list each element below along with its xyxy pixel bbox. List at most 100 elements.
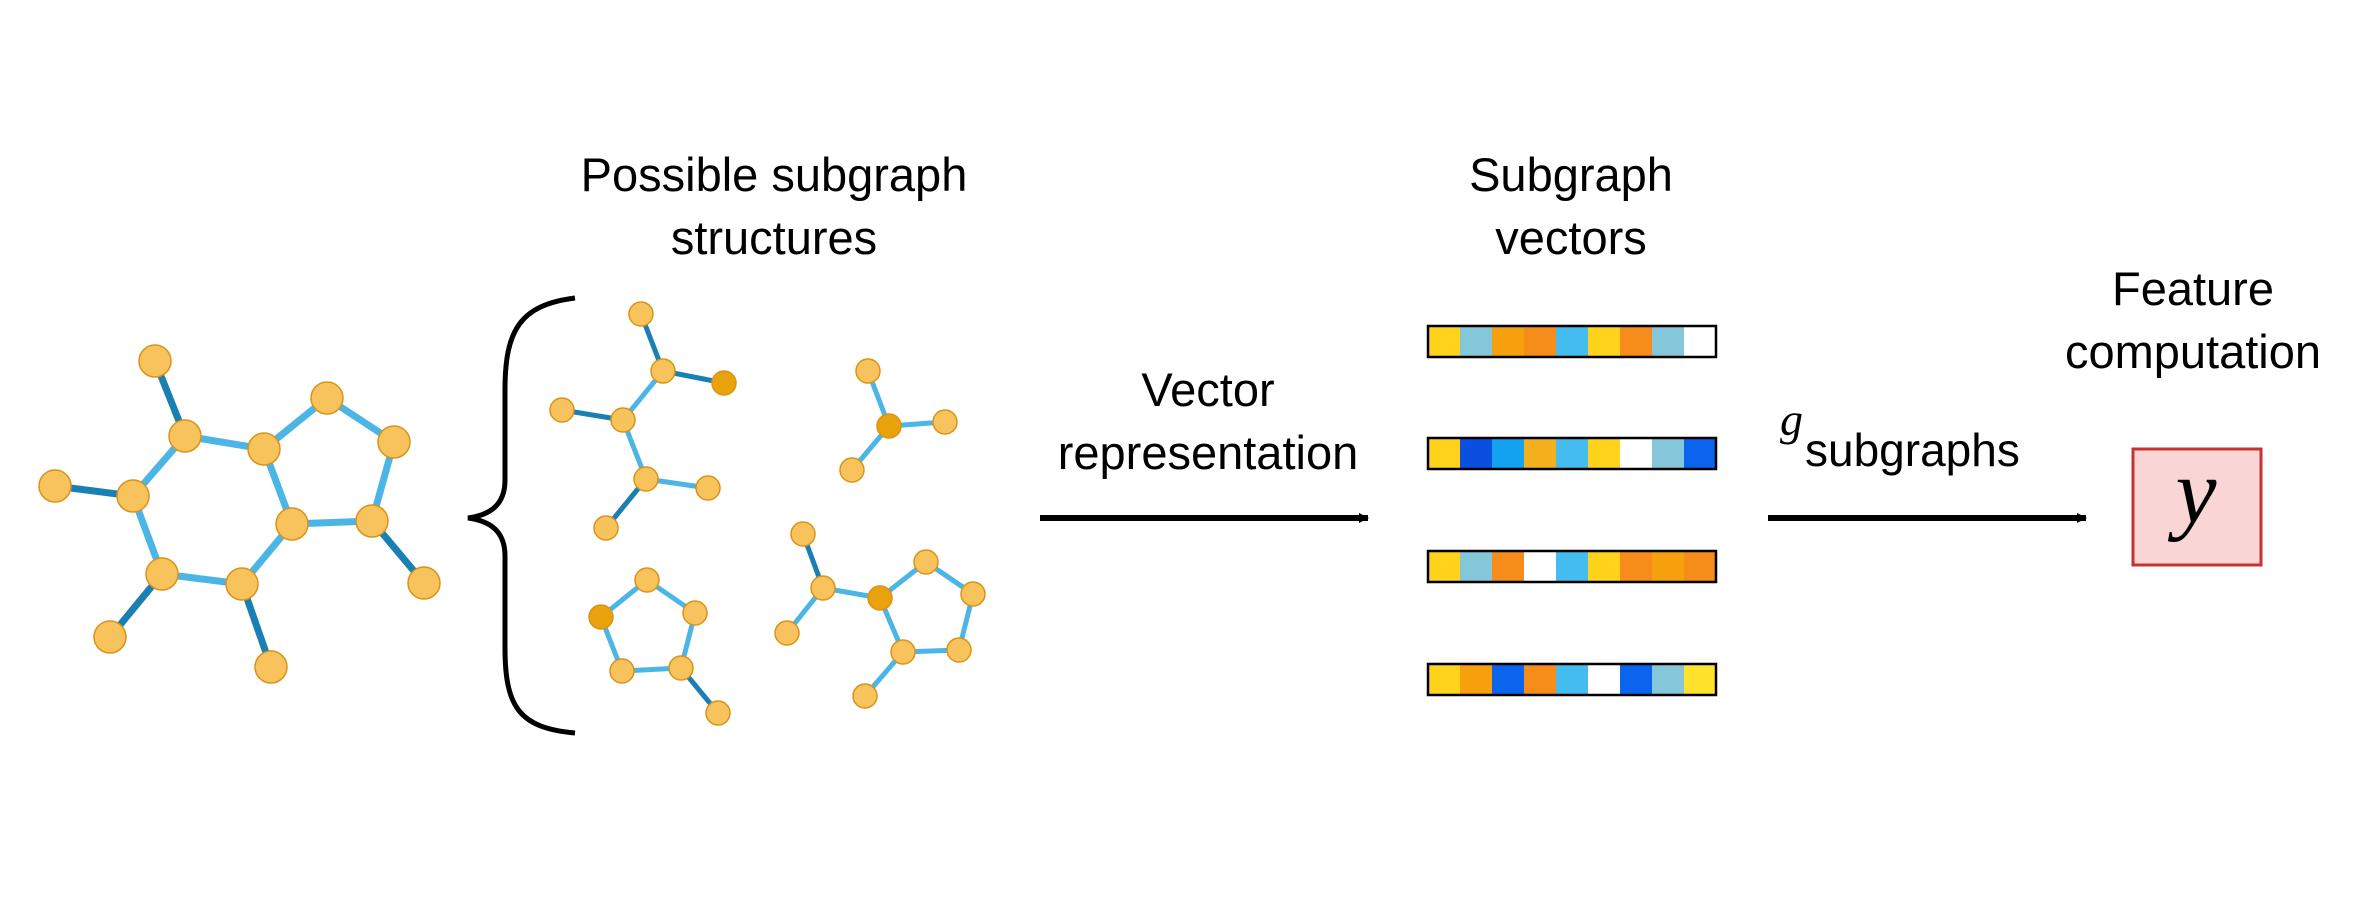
graph-node <box>588 604 614 630</box>
vector-cell <box>1684 664 1717 695</box>
edges <box>598 577 721 716</box>
graph-node <box>852 683 878 709</box>
vector-cell <box>1524 326 1557 357</box>
vector-cell <box>1428 438 1461 469</box>
subgraph-vectors <box>1426 324 1718 697</box>
graph-node <box>668 655 694 681</box>
subgraph-structures-line-1: Possible subgraph <box>580 148 968 201</box>
graph-node <box>634 567 660 593</box>
vector-cell <box>1684 326 1717 357</box>
vector-cell <box>1620 326 1653 357</box>
subgraph-vectors-line-1: Subgraph <box>1469 148 1673 201</box>
vector-representation-line-2: representation <box>1057 426 1359 479</box>
nodes <box>549 301 737 541</box>
vector-cell <box>1652 551 1685 582</box>
subgraph-structure-4 <box>774 521 986 709</box>
graph-node <box>138 344 172 378</box>
graph-node <box>839 457 865 483</box>
vector-border <box>1426 549 1718 584</box>
graph-node <box>633 466 659 492</box>
vector-cell <box>1460 664 1493 695</box>
nodes <box>588 567 731 726</box>
vector-cell <box>1620 664 1653 695</box>
vector-cell <box>1620 551 1653 582</box>
vector-cell <box>1492 326 1525 357</box>
graph-node <box>593 515 619 541</box>
graph-node <box>960 581 986 607</box>
graph-node <box>695 475 721 501</box>
graph-node <box>855 358 881 384</box>
graph-node <box>355 504 389 538</box>
subgraph-vectors-label: Subgraph vectors <box>1400 143 1742 269</box>
vector-cell <box>1652 326 1685 357</box>
vector-representation-line-1: Vector <box>1141 363 1275 416</box>
vector-cell <box>1684 438 1717 469</box>
graph-node <box>774 620 800 646</box>
graph-node <box>225 567 259 601</box>
graph-node <box>254 650 288 684</box>
graph-node <box>93 620 127 654</box>
graph-node <box>610 407 636 433</box>
graph-node <box>932 409 958 435</box>
subgraph-vector <box>1426 324 1718 359</box>
graph-node <box>407 566 441 600</box>
subgraph-structure-2 <box>839 358 958 483</box>
g-symbol: g <box>1780 394 1803 445</box>
vector-cell <box>1492 664 1525 695</box>
subgraph-vectors-line-2: vectors <box>1495 211 1647 264</box>
vector-border <box>1426 662 1718 697</box>
graph-node <box>876 413 902 439</box>
graph-node <box>790 521 816 547</box>
output-symbol: y <box>2168 440 2217 542</box>
graph-node <box>247 432 281 466</box>
subgraph-structure-1 <box>549 301 737 541</box>
subgraph-structures-line-2: structures <box>670 211 878 264</box>
curly-brace <box>467 295 576 736</box>
subgraph-structures-label: Possible subgraph structures <box>520 143 1028 269</box>
vector-cell <box>1588 326 1621 357</box>
graph-node <box>711 370 737 396</box>
graph-node <box>145 557 179 591</box>
vector-cell <box>1556 664 1589 695</box>
vector-cell <box>1620 438 1653 469</box>
vector-cell <box>1652 438 1685 469</box>
molecule-graph <box>38 344 441 684</box>
feature-computation-line-1: Feature <box>2112 262 2274 315</box>
vector-cell <box>1524 438 1557 469</box>
graph-node <box>549 397 575 423</box>
vector-cell <box>1524 551 1557 582</box>
vector-cell <box>1556 326 1589 357</box>
vector-cell <box>1588 438 1621 469</box>
vector-cell <box>1492 438 1525 469</box>
vector-cell <box>1428 326 1461 357</box>
nodes <box>839 358 958 483</box>
output-box <box>2131 447 2263 567</box>
vector-cell <box>1652 664 1685 695</box>
vector-cell <box>1428 664 1461 695</box>
graph-node <box>946 637 972 663</box>
vector-cell <box>1684 551 1717 582</box>
vector-cell <box>1588 664 1621 695</box>
feature-computation-label: Feature computation <box>2040 257 2346 383</box>
vector-cell <box>1428 551 1461 582</box>
nodes <box>774 521 986 709</box>
graph-node <box>377 425 411 459</box>
graph-node <box>913 549 939 575</box>
graph-node <box>867 585 893 611</box>
vector-cell <box>1460 551 1493 582</box>
vector-cell <box>1492 551 1525 582</box>
subgraph-structure-3 <box>588 567 731 726</box>
edges <box>784 531 976 699</box>
vector-border <box>1426 436 1718 471</box>
subgraph-vector <box>1426 436 1718 471</box>
graph-node <box>628 301 654 327</box>
graph-node <box>650 358 676 384</box>
vector-cell <box>1556 438 1589 469</box>
graph-node <box>810 575 836 601</box>
graph-node <box>38 469 72 503</box>
vector-border <box>1426 324 1718 359</box>
vector-cell <box>1588 551 1621 582</box>
vector-cell <box>1556 551 1589 582</box>
graph-node <box>168 419 202 453</box>
